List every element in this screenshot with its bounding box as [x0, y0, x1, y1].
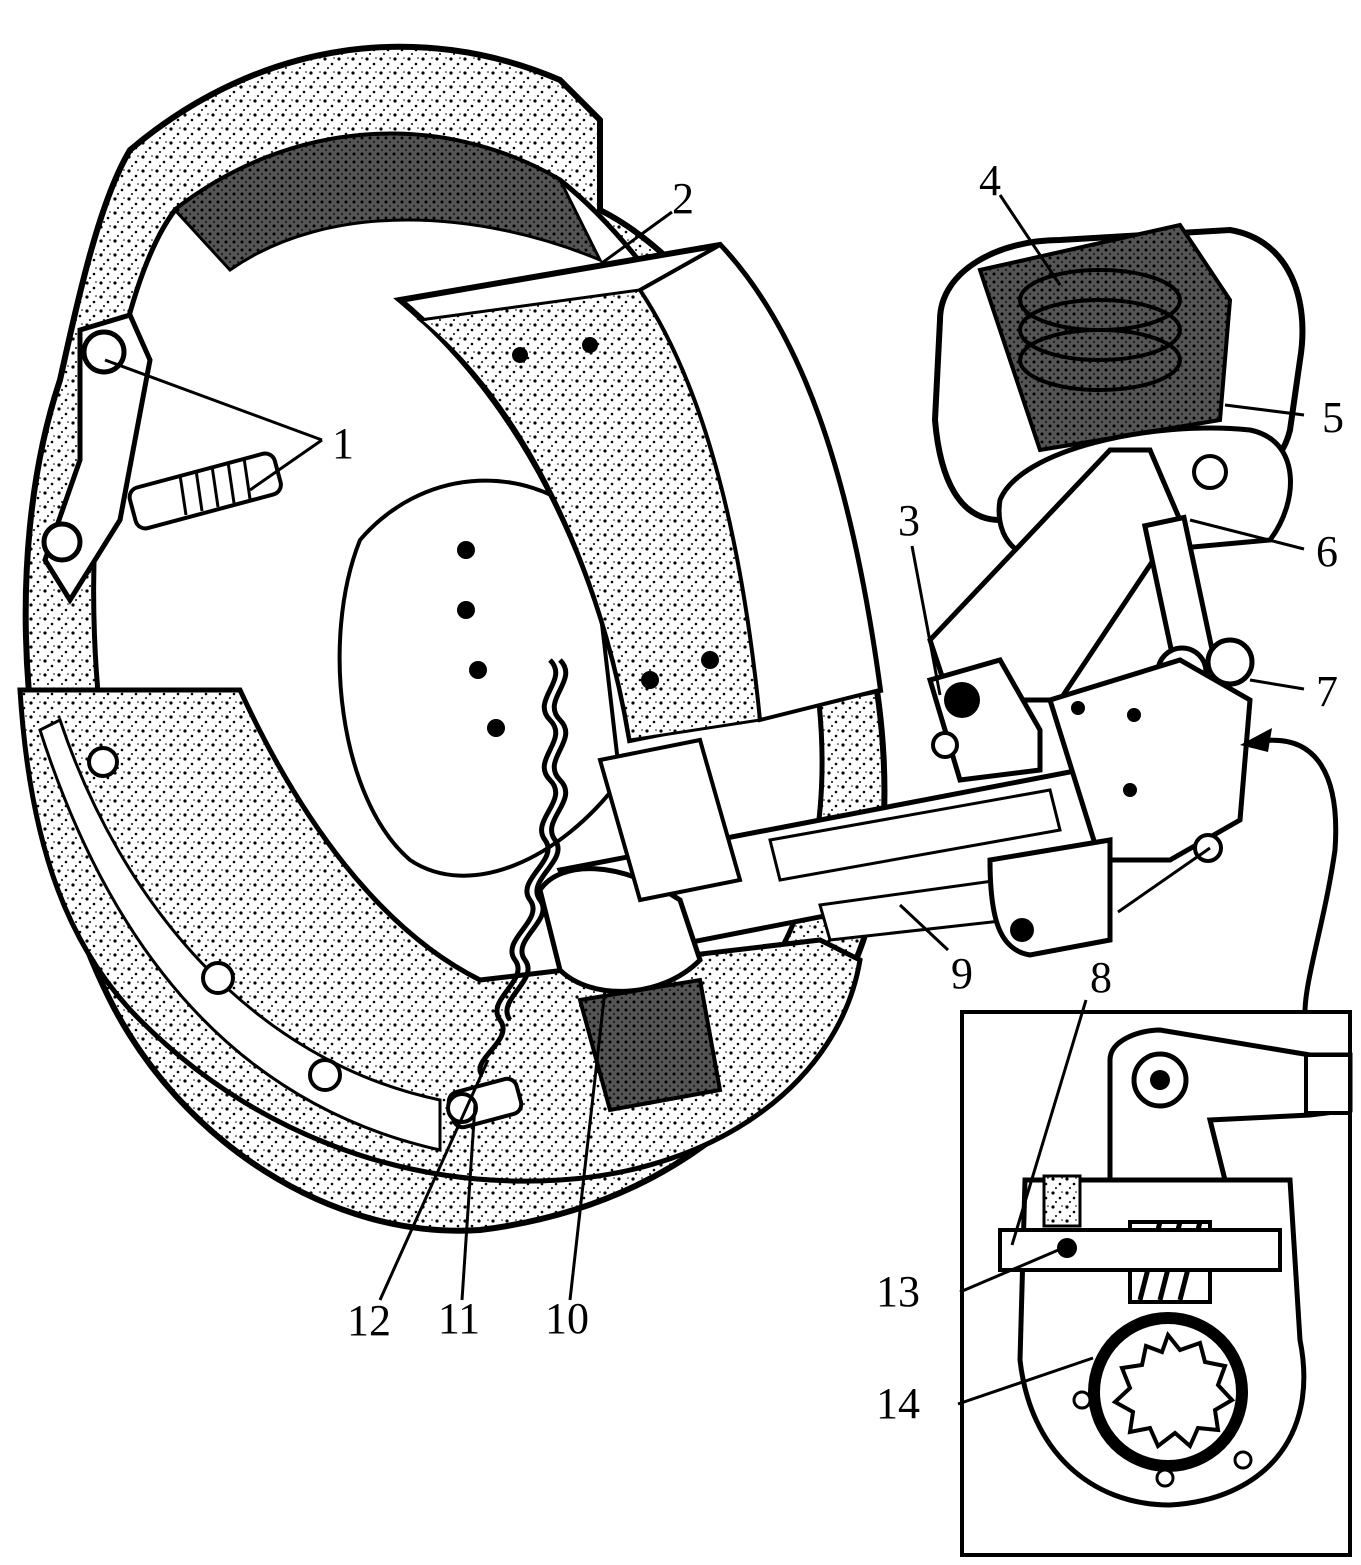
callout-4: 4 [979, 156, 1001, 205]
camshaft-bracket [926, 657, 1113, 958]
leader-lines [104, 194, 1305, 1406]
shoe-anchor-adjuster [41, 311, 283, 605]
brake-shoe [393, 241, 884, 744]
callout-2: 2 [672, 174, 694, 223]
slack-adjuster-detail-inset [960, 1010, 1353, 1557]
return-spring [477, 658, 569, 1077]
callout-7: 7 [1316, 667, 1338, 716]
callout-10: 10 [545, 1294, 589, 1343]
s-cam [537, 737, 743, 1113]
callout-5: 5 [1322, 393, 1344, 442]
callout-1: 1 [332, 419, 354, 468]
callout-3: 3 [898, 496, 920, 545]
callout-11: 11 [438, 1294, 480, 1343]
brake-chamber [927, 222, 1306, 703]
detail-arrow [1254, 737, 1339, 1013]
callout-6: 6 [1316, 527, 1338, 576]
callout-13: 13 [876, 1267, 920, 1316]
arrowhead-icon [1240, 728, 1272, 752]
callout-8: 8 [1090, 953, 1112, 1002]
callout-14: 14 [876, 1379, 920, 1428]
callout-labels: 1 2 3 4 5 6 7 8 9 10 11 12 13 14 8 [332, 156, 1344, 1428]
callout-12: 12 [347, 1296, 391, 1345]
callout-9: 9 [951, 949, 973, 998]
